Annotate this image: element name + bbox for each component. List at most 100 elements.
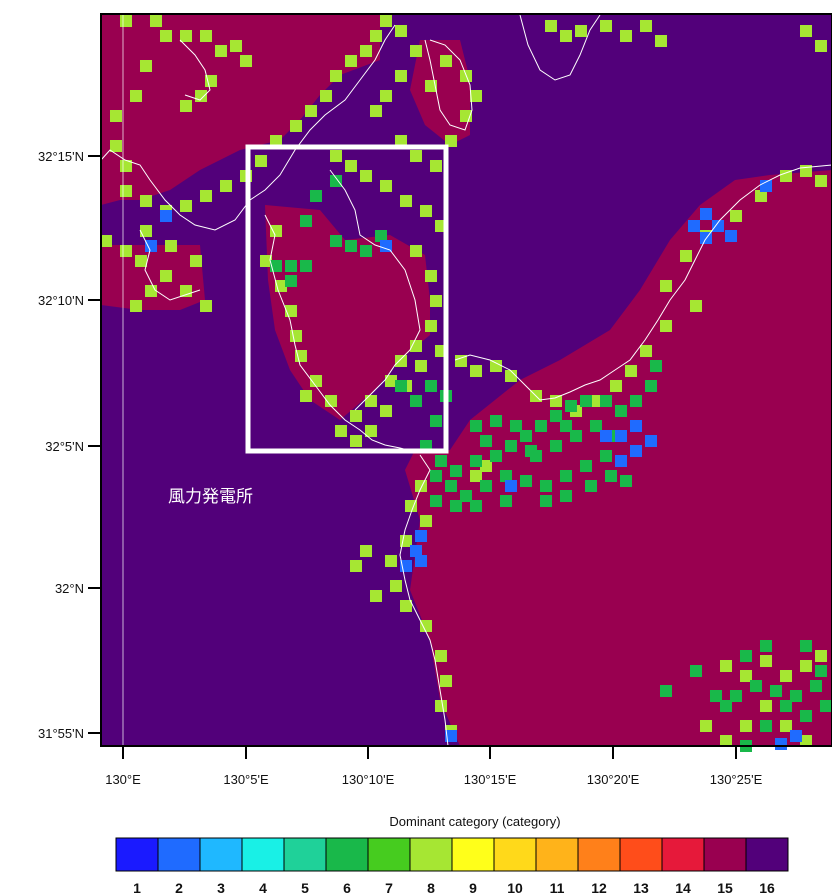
coastline-segment <box>399 454 449 747</box>
grass-cell <box>780 670 792 682</box>
grass-cell <box>760 700 772 712</box>
grass-cell <box>110 140 122 152</box>
grass-cell <box>415 360 427 372</box>
forest-cell <box>330 235 342 247</box>
coastline-segment <box>519 14 601 81</box>
grass-cell <box>305 105 317 117</box>
forest-cell <box>430 415 442 427</box>
forest-cell <box>525 445 537 457</box>
grass-cell <box>780 720 792 732</box>
colorbar-label: 5 <box>301 880 309 896</box>
lat-tick-label: 32°N <box>55 581 84 596</box>
forest-cell <box>585 480 597 492</box>
grass-cell <box>130 90 142 102</box>
forest-cell <box>570 430 582 442</box>
lat-tick-label: 32°5'N <box>45 439 84 454</box>
wetland-cell <box>380 240 392 252</box>
colorbar-swatch <box>199 837 243 872</box>
colorbar-label: 3 <box>217 880 225 896</box>
coastline-segment <box>424 39 473 131</box>
forest-cell <box>800 710 812 722</box>
grass-cell <box>420 620 432 632</box>
forest-cell <box>285 275 297 287</box>
grass-cell <box>470 90 482 102</box>
grass-cell <box>345 55 357 67</box>
grass-cell <box>330 70 342 82</box>
forest-cell <box>480 480 492 492</box>
forest-cell <box>460 490 472 502</box>
colorbar-label: 10 <box>507 880 523 896</box>
forest-cell <box>450 500 462 512</box>
coastline <box>100 14 832 747</box>
grass-cell <box>395 70 407 82</box>
colorbar-label: 12 <box>591 880 607 896</box>
colorbar-label: 4 <box>259 880 267 896</box>
colorbar-label: 7 <box>385 880 393 896</box>
grass-cell <box>815 650 827 662</box>
grass-cell <box>420 205 432 217</box>
colorbar-label: 9 <box>469 880 477 896</box>
grass-cell <box>240 55 252 67</box>
forest-cell <box>410 395 422 407</box>
lat-tick-label: 32°15'N <box>38 149 84 164</box>
grass-cell <box>120 245 132 257</box>
forest-cell <box>660 685 672 697</box>
map-area: 風力発電所 <box>100 14 832 752</box>
forest-cell <box>270 260 282 272</box>
forest-cell <box>375 230 387 242</box>
grass-cell <box>410 45 422 57</box>
grass-cell <box>690 300 702 312</box>
forest-cell <box>690 665 702 677</box>
grass-cell <box>365 395 377 407</box>
forest-cell <box>500 470 512 482</box>
grass-cell <box>160 270 172 282</box>
forest-cell <box>395 380 407 392</box>
colorbar-label: 11 <box>550 880 565 896</box>
forest-cell <box>285 260 297 272</box>
grass-cell <box>455 355 467 367</box>
forest-cell <box>300 215 312 227</box>
colorbar-label: 15 <box>717 880 733 896</box>
wetland-cell <box>415 555 427 567</box>
colorbar-swatch <box>241 837 285 872</box>
forest-cell <box>760 640 772 652</box>
grass-cell <box>120 15 132 27</box>
grass-cell <box>145 285 157 297</box>
grass-cell <box>270 225 282 237</box>
grass-cell <box>505 370 517 382</box>
forest-cell <box>565 400 577 412</box>
grass-cell <box>480 460 492 472</box>
grass-cell <box>360 170 372 182</box>
grass-cell <box>130 300 142 312</box>
coastline-segment <box>454 164 832 401</box>
grass-cell <box>680 250 692 262</box>
colorbar-swatch <box>283 837 327 872</box>
grass-cell <box>815 40 827 52</box>
grass-cell <box>550 395 562 407</box>
grass-cell <box>370 30 382 42</box>
grass-cell <box>350 435 362 447</box>
wetland-cell <box>415 530 427 542</box>
grass-cell <box>370 105 382 117</box>
colorbar-swatch <box>325 837 369 872</box>
coastline-segment <box>139 229 201 301</box>
wetland-cell <box>630 420 642 432</box>
forest-cell <box>510 420 522 432</box>
grass-cell <box>390 580 402 592</box>
forest-cell <box>500 495 512 507</box>
wetland-cell <box>615 430 627 442</box>
lat-tick-label: 32°10'N <box>38 293 84 308</box>
grass-cell <box>385 375 397 387</box>
grass-cell <box>190 255 202 267</box>
forest-cell <box>600 395 612 407</box>
grass-cell <box>720 660 732 672</box>
forest-cell <box>730 690 742 702</box>
grass-cell <box>255 155 267 167</box>
grass-cell <box>195 90 207 102</box>
wetland-cell <box>712 220 724 232</box>
grass-cell <box>100 235 112 247</box>
colorbar-label: 13 <box>633 880 649 896</box>
grass-cell <box>660 320 672 332</box>
colorbar-label: 2 <box>175 880 183 896</box>
